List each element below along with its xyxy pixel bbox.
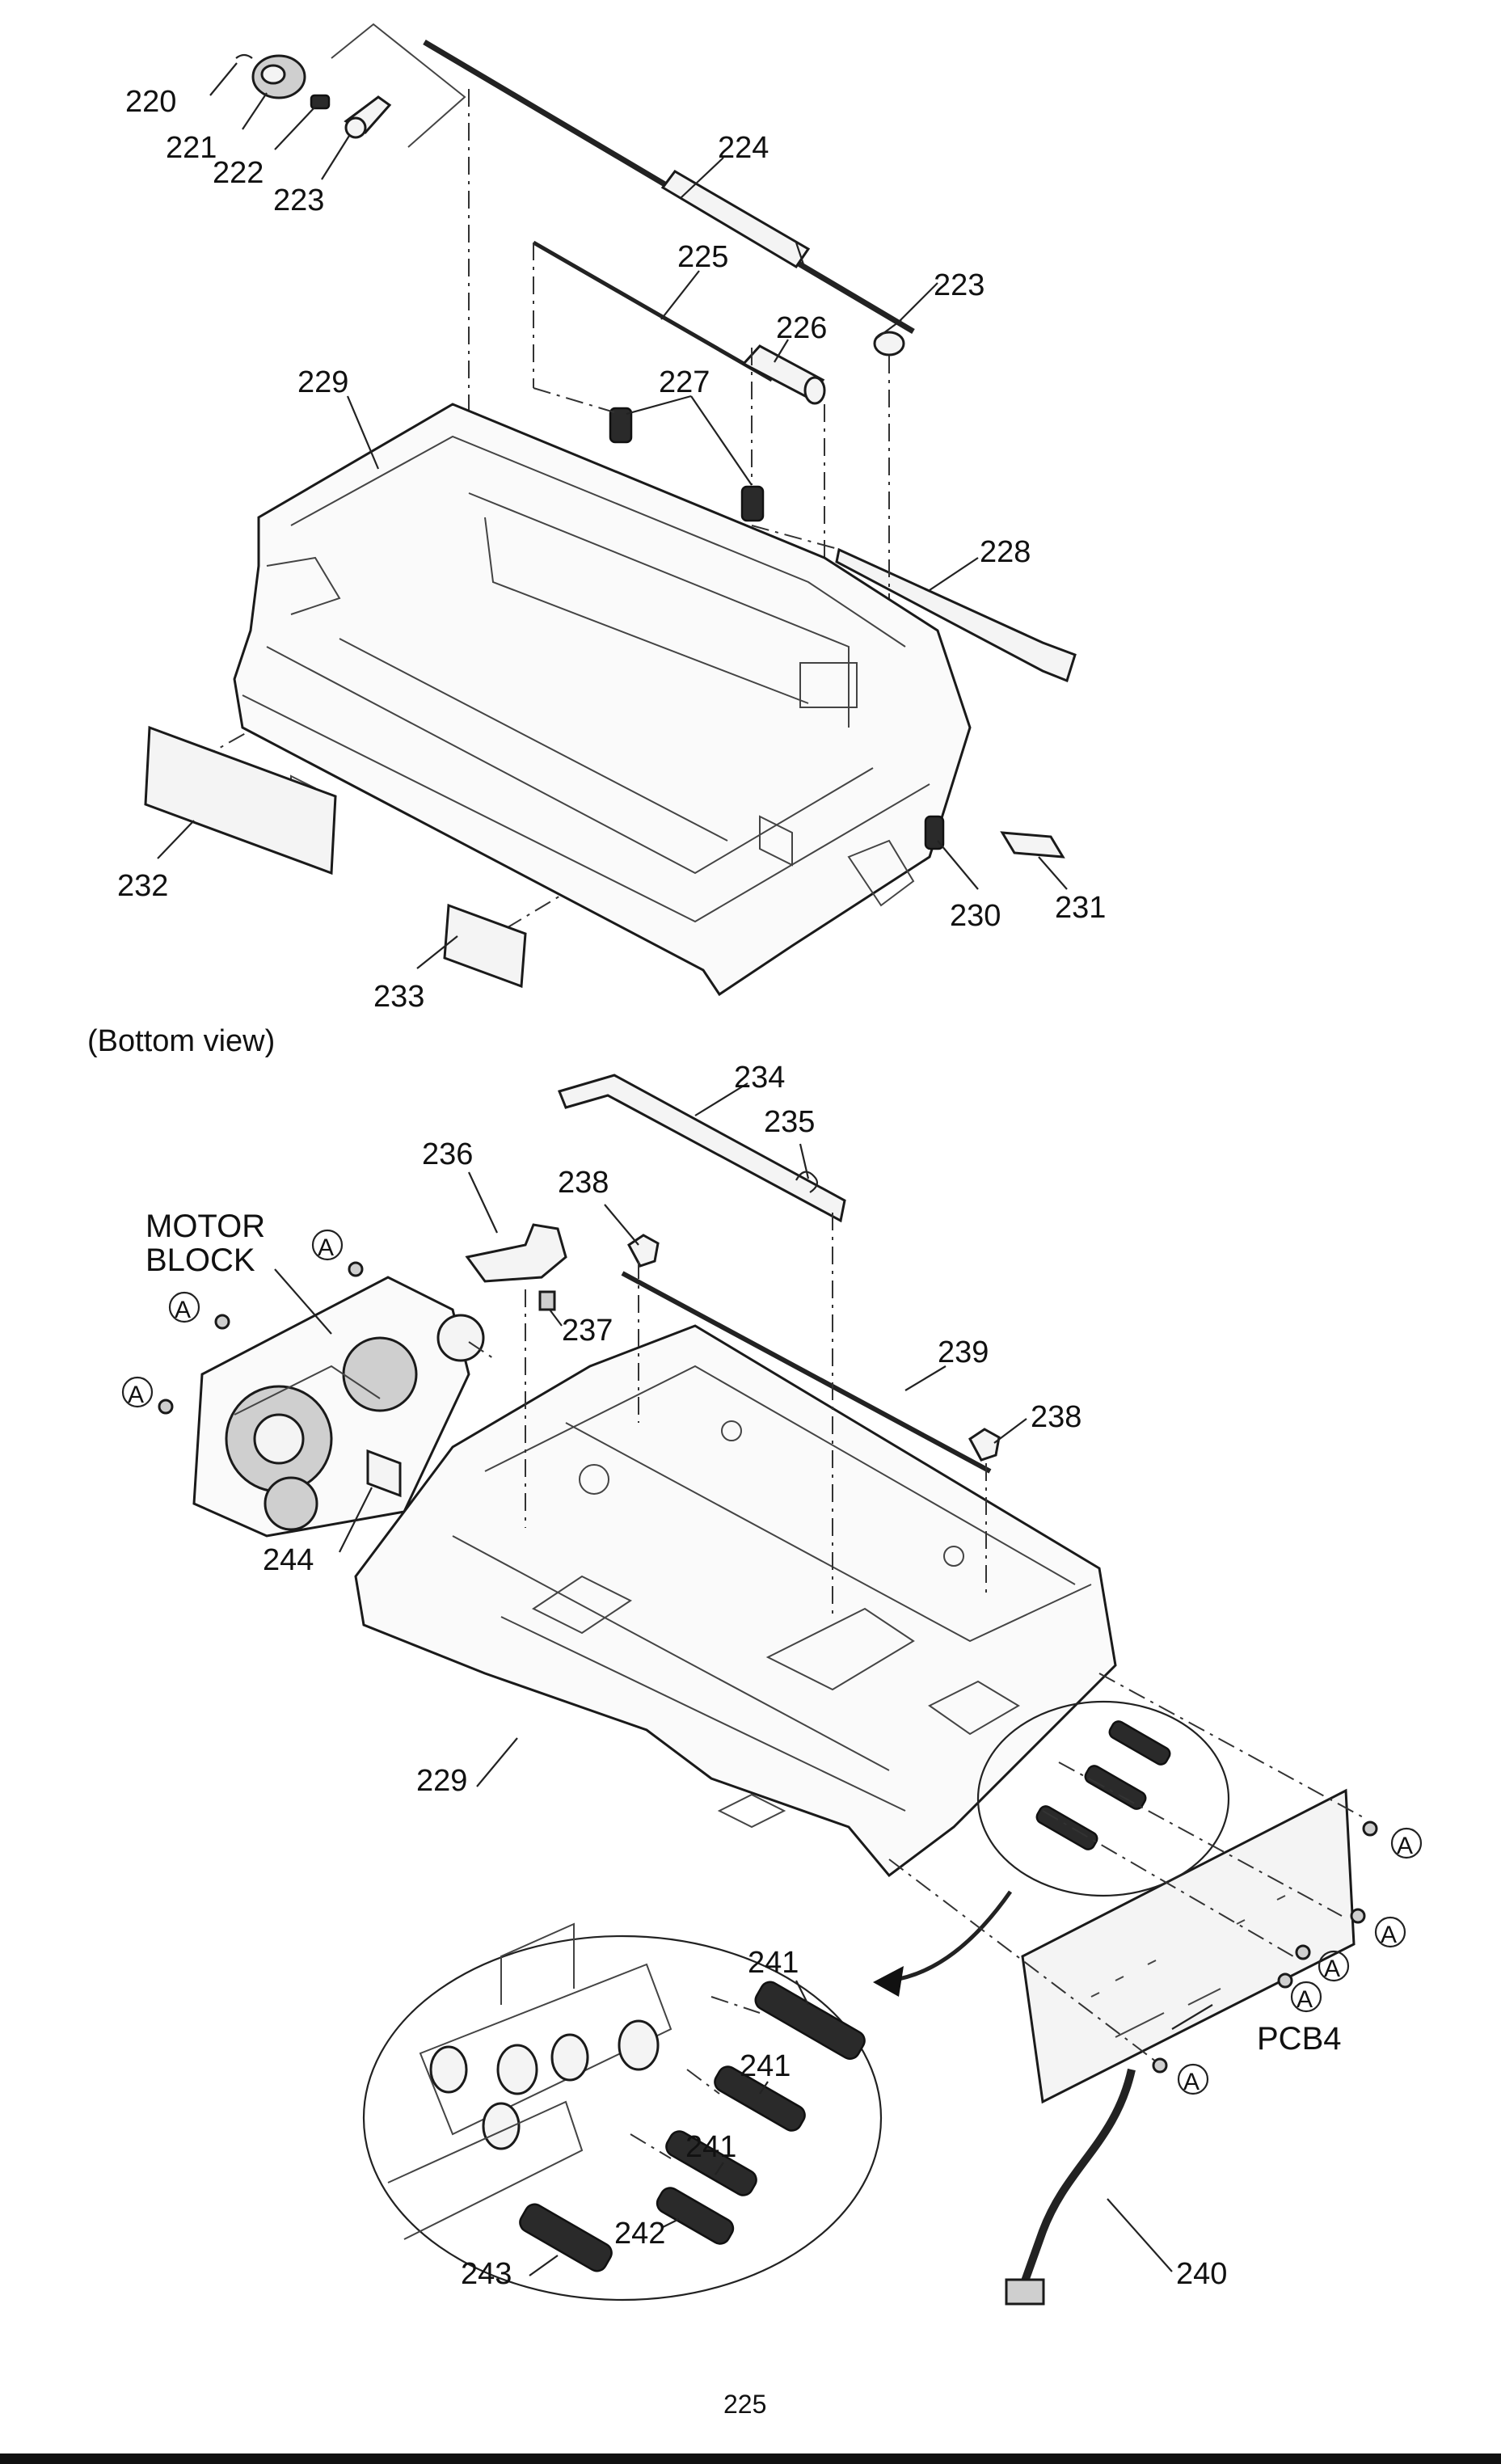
label-241-a: 241 — [748, 1946, 799, 1980]
label-238-lower: 238 — [1031, 1400, 1081, 1434]
part-228-arm — [835, 547, 1077, 682]
label-243: 243 — [461, 2257, 512, 2291]
label-pcb4: PCB4 — [1257, 2021, 1342, 2057]
detail-arrow — [873, 1890, 1013, 1997]
part-229-main-frame-bottom — [354, 1324, 1117, 1878]
label-236: 236 — [422, 1137, 473, 1171]
part-239-rod — [621, 1271, 992, 1474]
label-241-b: 241 — [740, 2049, 791, 2083]
svg-text:A: A — [1297, 1986, 1313, 2013]
part-225-shaft — [532, 240, 774, 382]
detail-mechanism — [387, 1922, 672, 2240]
part-233-label — [443, 903, 527, 989]
label-227: 227 — [659, 365, 710, 399]
label-241-c: 241 — [685, 2130, 736, 2164]
callout-a-2: A — [168, 1291, 200, 1323]
label-239: 239 — [938, 1335, 989, 1369]
caption-bottom-view: (Bottom view) — [87, 1024, 275, 1058]
label-231: 231 — [1055, 891, 1106, 925]
part-234-bar — [557, 1074, 846, 1223]
springs-small-detail — [1035, 1720, 1171, 1850]
label-228: 228 — [980, 535, 1031, 569]
callout-a-3: A — [121, 1376, 154, 1408]
label-224: 224 — [718, 131, 769, 165]
callout-a-6: A — [1318, 1950, 1350, 1982]
leader-lines-bottom — [274, 1082, 1213, 2276]
part-244-pad — [366, 1449, 402, 1498]
label-240: 240 — [1176, 2257, 1227, 2291]
svg-text:A: A — [318, 1234, 334, 1261]
label-229-bottom: 229 — [416, 1764, 467, 1798]
callout-a-1: A — [311, 1229, 344, 1261]
label-221: 221 — [166, 131, 217, 165]
part-221-gear — [251, 54, 306, 99]
screws-motor — [158, 1261, 364, 1415]
part-232-label-sheet — [144, 725, 337, 875]
part-237-block — [538, 1290, 556, 1311]
page-number: 225 — [723, 2390, 766, 2419]
part-220-clip — [235, 53, 253, 59]
leader-lines-top — [157, 62, 1068, 969]
callout-a-7: A — [1290, 1981, 1322, 2013]
label-244: 244 — [263, 1543, 314, 1577]
callout-a-8: A — [1177, 2063, 1209, 2095]
screws-pcb — [1152, 1821, 1378, 2074]
svg-text:A: A — [1381, 1922, 1397, 1948]
part-223-lever-left — [344, 95, 392, 139]
part-240-cable — [1005, 2068, 1136, 2306]
part-236-lever — [465, 1223, 567, 1283]
label-238-upper: 238 — [558, 1166, 609, 1200]
label-225: 225 — [677, 240, 728, 274]
label-motor-block-2: BLOCK — [145, 1243, 255, 1278]
callout-a-4: A — [1390, 1827, 1423, 1859]
part-235-spring — [795, 1171, 819, 1193]
part-230-spring — [924, 815, 945, 850]
label-229-top: 229 — [297, 365, 348, 399]
label-233: 233 — [373, 980, 424, 1014]
bottom-border-bar — [0, 2453, 1501, 2464]
label-motor-block-1: MOTOR — [145, 1209, 265, 1244]
callout-a-5: A — [1374, 1916, 1406, 1948]
label-223-left: 223 — [273, 184, 324, 217]
label-232: 232 — [117, 869, 168, 903]
label-230: 230 — [950, 899, 1001, 933]
svg-text:A: A — [1397, 1833, 1413, 1859]
detail-ellipse-small — [976, 1700, 1230, 1897]
svg-text:A: A — [1324, 1956, 1340, 1982]
callout-a-symbols: A A A A A A A A — [121, 1229, 1423, 2095]
part-231-clip — [1000, 831, 1065, 859]
part-238-clip-lower — [968, 1428, 1001, 1462]
svg-text:A: A — [128, 1382, 144, 1408]
label-242: 242 — [614, 2217, 665, 2251]
part-226-roller — [741, 344, 826, 405]
part-group-outline — [331, 23, 466, 148]
part-229-main-frame-top — [233, 403, 972, 997]
svg-text:A: A — [1183, 2069, 1200, 2095]
label-234: 234 — [734, 1061, 785, 1095]
label-223-right: 223 — [934, 268, 985, 302]
label-220: 220 — [125, 85, 176, 119]
label-222: 222 — [213, 156, 264, 190]
label-237: 237 — [562, 1314, 613, 1348]
label-226: 226 — [776, 311, 827, 345]
part-224-roller-shaft — [423, 39, 915, 335]
springs-large-detail — [519, 1981, 866, 2272]
assembly-guide-lines-bottom — [468, 1213, 1367, 2159]
part-222-spring — [310, 94, 331, 110]
label-235: 235 — [764, 1105, 815, 1139]
detail-ellipse-large — [362, 1934, 883, 2302]
svg-text:A: A — [175, 1297, 191, 1323]
part-227-springs — [609, 407, 765, 522]
